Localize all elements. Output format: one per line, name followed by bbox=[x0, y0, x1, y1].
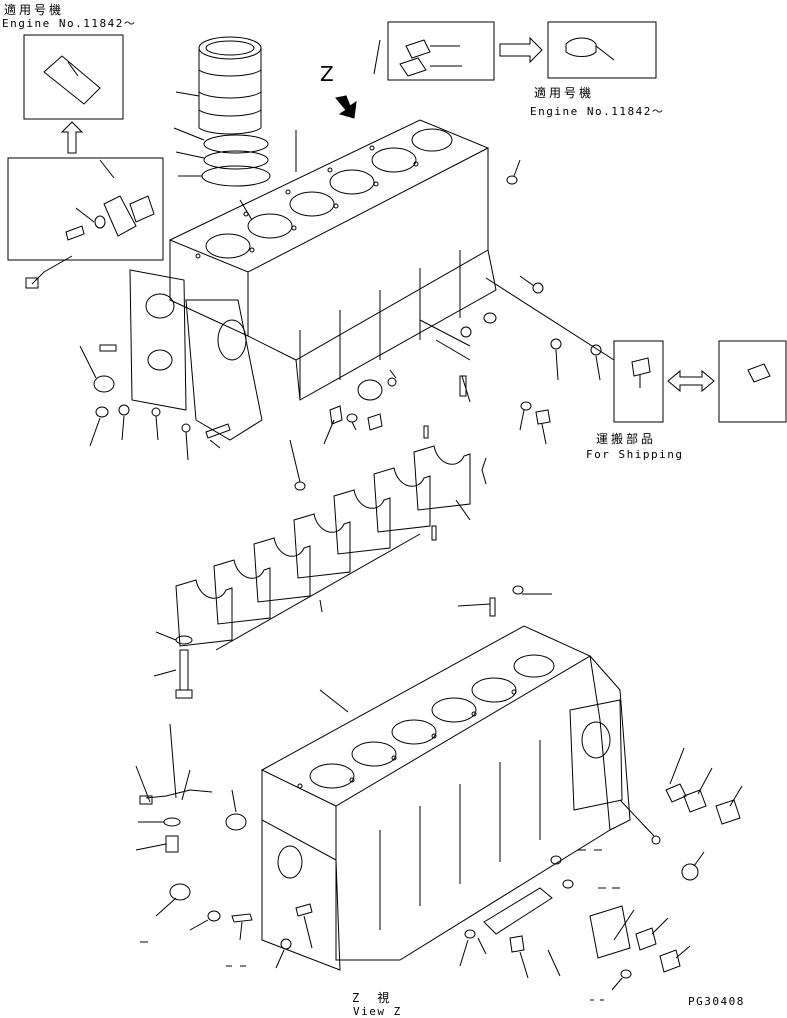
drawing-number: PG30408 bbox=[688, 995, 745, 1008]
double-arrow-right-icon bbox=[499, 36, 543, 64]
engine-number-label-right: Engine No.11842～ bbox=[530, 105, 665, 118]
cylinder-liner bbox=[175, 36, 262, 135]
cylinder-block-upper bbox=[129, 119, 497, 441]
shipping-box-left bbox=[613, 340, 664, 423]
engine-number-label-left: Engine No.11842～ bbox=[2, 17, 137, 30]
double-arrow-horizontal-icon bbox=[667, 369, 715, 393]
inset-cover-box bbox=[7, 157, 164, 261]
view-z-label-en: View Z bbox=[353, 1005, 402, 1018]
view-direction-letter: Z bbox=[320, 62, 336, 86]
cylinder-block-lower bbox=[260, 625, 631, 971]
main-bearing-caps bbox=[175, 425, 487, 651]
applicable-model-label-right: 適用号機 bbox=[534, 86, 595, 100]
inset-gasket-box bbox=[23, 34, 124, 120]
applicable-model-label-left: 適用号機 bbox=[4, 3, 65, 17]
arrow-up-icon bbox=[60, 121, 84, 154]
shipping-parts-label-en: For Shipping bbox=[586, 448, 684, 461]
liner-seal-rings bbox=[173, 127, 271, 187]
shipping-parts-label-jp: 運搬部品 bbox=[596, 432, 657, 446]
lower-small-parts bbox=[135, 585, 743, 991]
reference-dashes bbox=[140, 849, 620, 1001]
view-z-label-jp: Z 視 bbox=[352, 991, 393, 1005]
inset-plug-box bbox=[373, 21, 495, 81]
shipping-box-right bbox=[718, 340, 787, 423]
view-z-arrow-icon bbox=[335, 95, 357, 119]
cap-bolt bbox=[153, 631, 193, 699]
inset-plug-new-box bbox=[547, 21, 657, 79]
upper-small-parts bbox=[25, 159, 615, 491]
